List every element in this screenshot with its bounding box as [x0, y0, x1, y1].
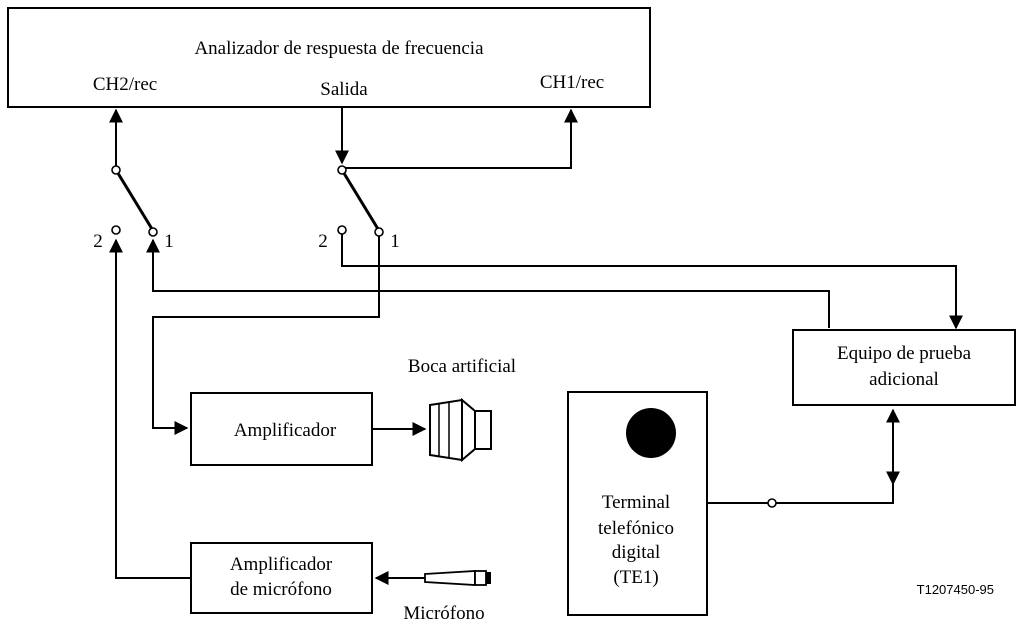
terminal-link-wire-right	[776, 462, 894, 504]
wire-to-amplifier	[152, 236, 380, 435]
analyzer-title: Analizador de respuesta de frecuencia	[194, 38, 484, 59]
right-switch-pos1-label: 1	[390, 231, 400, 252]
right-switch-blade	[340, 169, 380, 230]
analyzer-port-output: Salida	[320, 79, 368, 100]
additional-equipment-line1: Equipo de prueba	[837, 343, 972, 364]
left-switch-contact-2	[111, 225, 121, 235]
microphone-label: Micrófono	[403, 603, 484, 624]
mic-amplifier-line1: Amplificador	[230, 554, 333, 575]
left-switch-blade	[114, 169, 154, 230]
analyzer-port-ch1: CH1/rec	[540, 72, 604, 93]
terminal-link-connector	[767, 498, 777, 508]
left-switch-pivot	[111, 165, 121, 175]
amplifier-label: Amplificador	[234, 420, 337, 441]
wire-equipment-to-ch2	[146, 238, 830, 328]
frequency-response-analyzer	[7, 7, 651, 108]
mic-amplifier-box	[190, 542, 373, 614]
terminal-line4: (TE1)	[613, 567, 658, 588]
microphone-icon	[424, 570, 491, 586]
terminal-line1: Terminal	[602, 492, 670, 513]
terminal-handset-dot	[626, 408, 676, 458]
left-switch-pos2-label: 2	[93, 231, 103, 252]
right-switch-pos2-label: 2	[318, 231, 328, 252]
ch1-reference-wire	[342, 108, 578, 169]
wire-mic-to-ch2	[109, 238, 191, 579]
right-switch-pivot	[337, 165, 347, 175]
wire-out-to-equipment	[341, 234, 963, 330]
artificial-mouth-icon	[429, 397, 492, 463]
terminal-line3: digital	[612, 542, 661, 563]
left-switch-contact-1	[148, 227, 158, 237]
right-switch-contact-1	[374, 227, 384, 237]
additional-equipment-line2: adicional	[869, 369, 939, 390]
left-switch-pos1-label: 1	[164, 231, 174, 252]
mic-amplifier-line2: de micrófono	[230, 579, 332, 600]
figure-id: T1207450-95	[917, 582, 994, 597]
additional-test-equipment-box	[792, 329, 1016, 406]
terminal-line2: telefónico	[598, 518, 674, 539]
analyzer-port-ch2: CH2/rec	[93, 74, 157, 95]
amplifier-box	[190, 392, 373, 466]
right-switch-contact-2	[337, 225, 347, 235]
artificial-mouth-label: Boca artificial	[408, 356, 516, 377]
